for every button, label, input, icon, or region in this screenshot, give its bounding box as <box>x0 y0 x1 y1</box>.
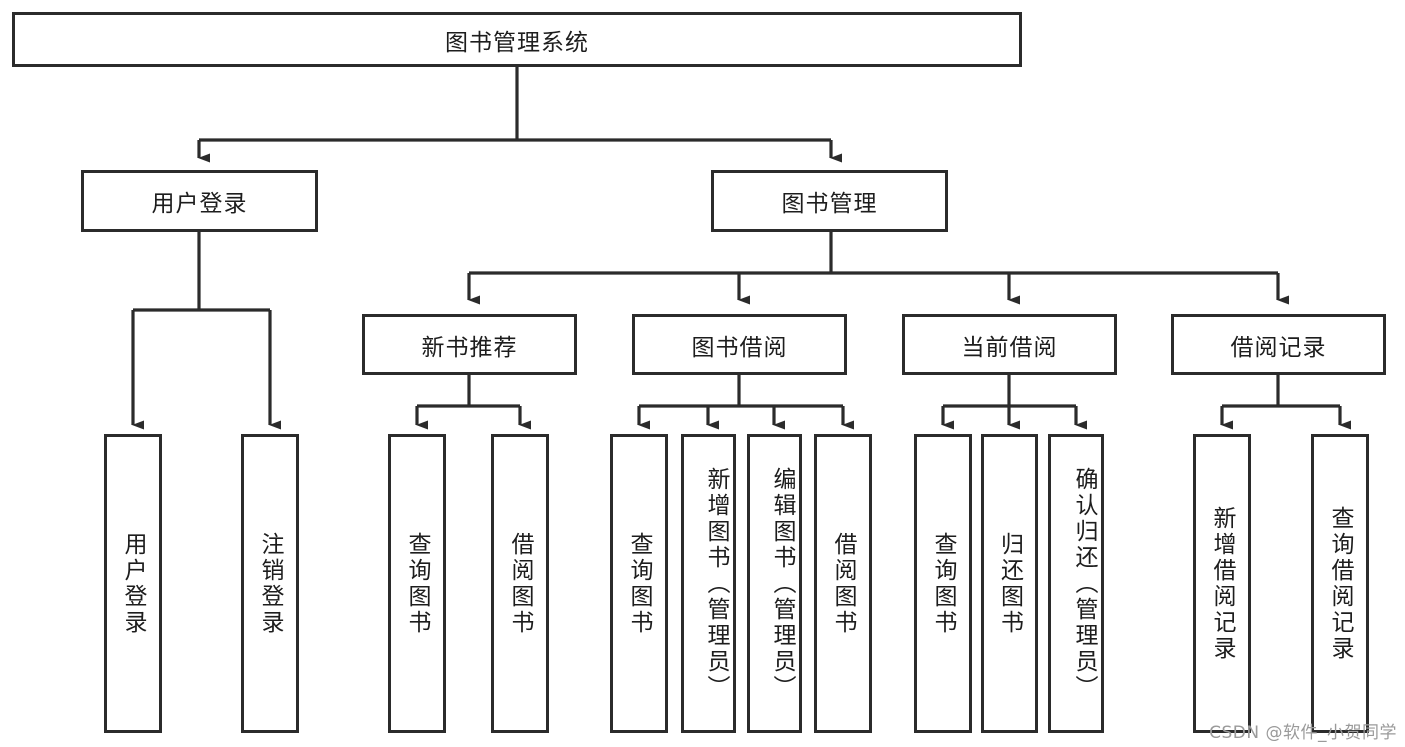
node-book-borrow-label: 图书借阅 <box>691 334 788 361</box>
node-borrow-record[interactable]: 借阅记录 <box>1171 314 1386 375</box>
watermark-text: CSDN @软件_小贺同学 <box>1209 723 1397 743</box>
node-leaf-logout[interactable]: 注销登录 <box>241 434 299 733</box>
node-leaf-edit-book[interactable]: 编辑图书（管理员） <box>747 434 802 733</box>
node-book-borrow[interactable]: 图书借阅 <box>632 314 847 375</box>
node-leaf-edit-book-label: 编辑图书（管理员） <box>769 466 795 701</box>
node-leaf-query-record-label: 查询借阅记录 <box>1327 505 1353 662</box>
node-leaf-query-book-1[interactable]: 查询图书 <box>388 434 446 733</box>
node-leaf-confirm-return[interactable]: 确认归还（管理员） <box>1048 434 1104 733</box>
node-root-label: 图书管理系统 <box>445 29 589 56</box>
node-root[interactable]: 图书管理系统 <box>12 12 1022 67</box>
node-leaf-add-record[interactable]: 新增借阅记录 <box>1193 434 1251 733</box>
node-book-manage[interactable]: 图书管理 <box>711 170 948 232</box>
node-current-borrow-label: 当前借阅 <box>961 334 1058 361</box>
node-leaf-add-record-label: 新增借阅记录 <box>1209 505 1235 662</box>
node-user-login[interactable]: 用户登录 <box>81 170 318 232</box>
node-borrow-record-label: 借阅记录 <box>1230 334 1327 361</box>
node-leaf-borrow-book-2-label: 借阅图书 <box>830 531 856 636</box>
node-book-manage-label: 图书管理 <box>781 191 878 217</box>
node-leaf-confirm-return-label: 确认归还（管理员） <box>1071 466 1097 701</box>
node-leaf-logout-label: 注销登录 <box>257 531 283 636</box>
node-leaf-add-book-label: 新增图书（管理员） <box>703 466 729 701</box>
node-user-login-label: 用户登录 <box>151 191 248 217</box>
node-leaf-user-login-label: 用户登录 <box>120 531 146 636</box>
node-new-book-rec-label: 新书推荐 <box>421 334 518 361</box>
node-new-book-rec[interactable]: 新书推荐 <box>362 314 577 375</box>
node-leaf-query-book-2[interactable]: 查询图书 <box>610 434 668 733</box>
node-leaf-return-book[interactable]: 归还图书 <box>981 434 1038 733</box>
node-leaf-user-login[interactable]: 用户登录 <box>104 434 162 733</box>
node-leaf-query-book-1-label: 查询图书 <box>404 531 430 636</box>
node-leaf-borrow-book-1-label: 借阅图书 <box>507 531 533 636</box>
node-leaf-add-book[interactable]: 新增图书（管理员） <box>681 434 736 733</box>
node-leaf-query-book-2-label: 查询图书 <box>626 531 652 636</box>
node-leaf-borrow-book-1[interactable]: 借阅图书 <box>491 434 549 733</box>
node-leaf-return-book-label: 归还图书 <box>996 531 1023 636</box>
node-leaf-query-record[interactable]: 查询借阅记录 <box>1311 434 1369 733</box>
node-leaf-query-book-3-label: 查询图书 <box>930 531 956 636</box>
node-leaf-borrow-book-2[interactable]: 借阅图书 <box>814 434 872 733</box>
node-current-borrow[interactable]: 当前借阅 <box>902 314 1117 375</box>
node-leaf-query-book-3[interactable]: 查询图书 <box>914 434 972 733</box>
